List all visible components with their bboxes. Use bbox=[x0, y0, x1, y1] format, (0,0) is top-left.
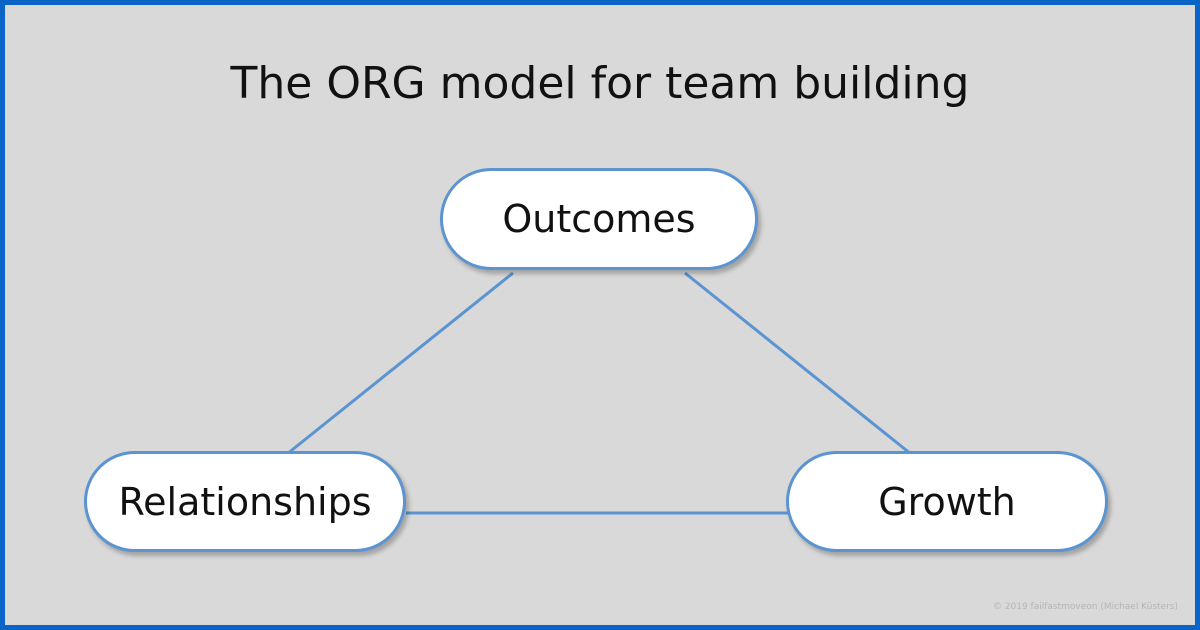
node-growth-label: Growth bbox=[878, 479, 1016, 524]
connector-lines bbox=[286, 271, 912, 515]
node-relationships-label: Relationships bbox=[118, 479, 372, 524]
node-outcomes: Outcomes bbox=[440, 168, 758, 270]
edge-outcomes-relationships bbox=[286, 271, 514, 456]
node-growth: Growth bbox=[786, 451, 1108, 552]
edge-outcomes-growth bbox=[684, 271, 912, 456]
diagram-title: The ORG model for team building bbox=[230, 58, 970, 109]
copyright-notice: © 2019 failfastmoveon (Michael Küsters) bbox=[992, 602, 1178, 612]
node-relationships: Relationships bbox=[84, 451, 406, 552]
node-outcomes-label: Outcomes bbox=[502, 197, 696, 241]
